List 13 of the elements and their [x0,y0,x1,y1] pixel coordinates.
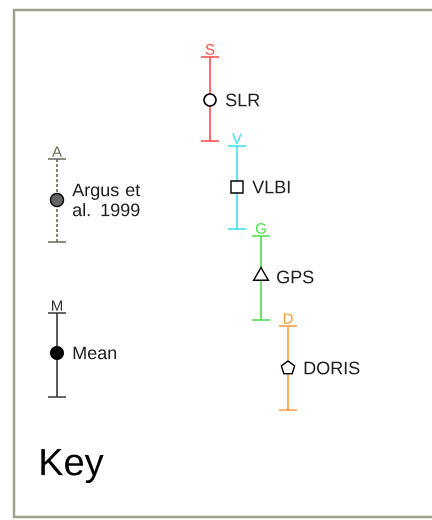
legend-label: VLBI [252,180,290,194]
series-letter: G [256,223,266,234]
legend-label: Mean [74,346,116,360]
series-letter: V [232,133,242,144]
legend-label: SLR [226,94,260,106]
series-letter: S [206,44,214,55]
title: Key [41,448,104,484]
legend-label: Argus et al. 1999 [72,184,140,216]
series-letter: D [284,313,293,324]
legend-label: GPS [277,270,314,284]
legend-label: DORIS [304,362,360,374]
series-letter: A [52,146,62,157]
series-letter: M [52,300,62,311]
